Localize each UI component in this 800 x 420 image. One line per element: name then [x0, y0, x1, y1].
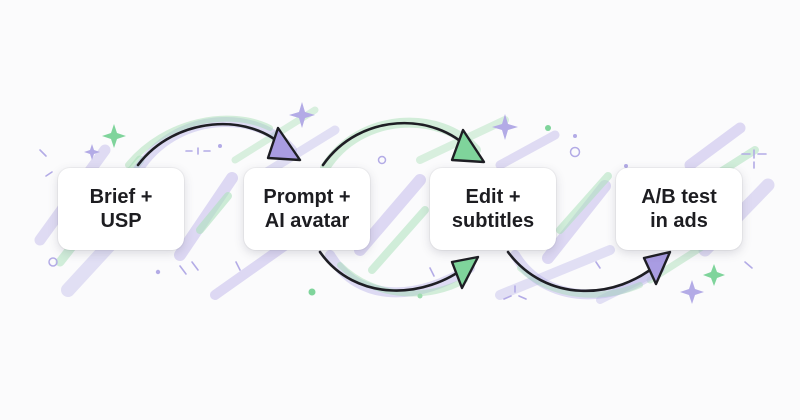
- dot: [218, 144, 222, 148]
- tick: [595, 261, 601, 269]
- dot: [155, 269, 161, 275]
- sparkle-icon: [289, 102, 315, 128]
- dot: [377, 155, 387, 165]
- tick: [191, 261, 199, 271]
- brush-stroke: [196, 192, 232, 234]
- brush-stroke: [257, 125, 340, 180]
- arrow-halo: [125, 115, 273, 168]
- dot: [624, 164, 628, 168]
- arrow-halo: [517, 265, 643, 298]
- tick-bursts: [39, 147, 767, 300]
- step-card-prompt: Prompt + AI avatar: [244, 168, 370, 250]
- brush-stroke: [684, 122, 746, 171]
- arrow-head: [266, 126, 302, 162]
- sparkle-icon: [84, 144, 100, 160]
- step-card-brief: Brief + USP: [58, 168, 184, 250]
- step-label-line-1: Brief +: [89, 186, 153, 208]
- step-label-line-1: Prompt +: [263, 186, 351, 208]
- tick: [39, 149, 47, 157]
- arrow-brief-to-prompt: [136, 122, 287, 167]
- brush-stroke: [495, 130, 560, 170]
- dot: [308, 288, 316, 296]
- arrow-halo: [337, 262, 468, 297]
- step-label-line-1: A/B test: [641, 186, 717, 208]
- step-label-line-1: Edit +: [465, 186, 521, 208]
- brush-stroke: [542, 180, 611, 264]
- step-label-line-2: in ads: [650, 210, 708, 232]
- arrow-halo: [325, 250, 475, 298]
- arrow-head: [642, 250, 672, 286]
- arrow-prompt-to-edit: [321, 121, 472, 167]
- sparkle-icon: [102, 124, 126, 148]
- connector-arrows: [136, 121, 662, 293]
- brush-stroke: [596, 266, 664, 304]
- sparkles: [84, 102, 725, 304]
- tick: [235, 261, 241, 271]
- arrow-prompt-to-edit-lower: [318, 250, 470, 292]
- tick: [45, 171, 53, 177]
- brush-stroke: [354, 174, 426, 256]
- arrow-heads: [266, 126, 672, 290]
- dot: [545, 125, 551, 131]
- step-card-edit: Edit + subtitles: [430, 168, 556, 250]
- brush-stroke: [556, 172, 612, 234]
- step-label-line-2: USP: [100, 210, 142, 232]
- sparkle-icon: [703, 264, 725, 286]
- tick: [503, 295, 512, 300]
- step-card-ab-test: A/B test in ads: [616, 168, 742, 250]
- tick: [744, 261, 753, 269]
- tick: [518, 295, 527, 300]
- tick: [179, 265, 187, 275]
- step-label-line-2: AI avatar: [264, 210, 350, 232]
- tick: [429, 267, 435, 277]
- dot: [48, 257, 58, 267]
- sparkle-icon: [680, 280, 704, 304]
- brush-stroke: [368, 206, 429, 274]
- dot: [417, 293, 423, 299]
- arrow-edit-to-test: [506, 250, 662, 293]
- arrow-head: [450, 255, 480, 290]
- dot: [573, 134, 577, 138]
- step-label-line-2: subtitles: [451, 210, 535, 232]
- sparkle-icon: [492, 114, 518, 140]
- brush-stroke: [495, 245, 615, 300]
- arrow-head: [450, 128, 486, 164]
- dot: [569, 146, 581, 158]
- dots: [48, 125, 628, 299]
